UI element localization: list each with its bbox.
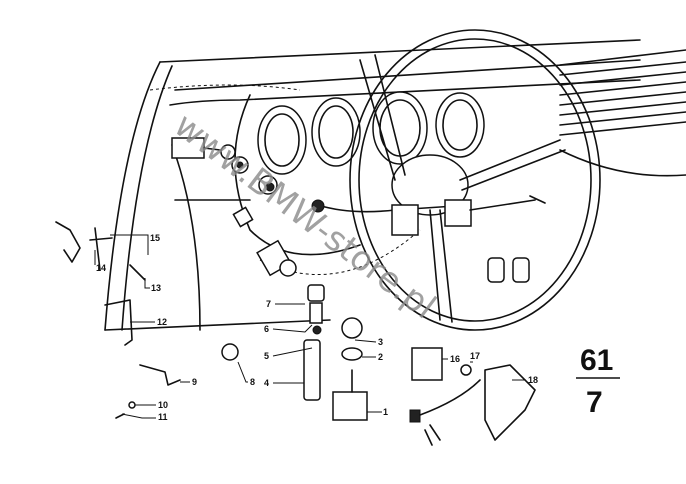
parts-drawings bbox=[55, 137, 536, 446]
callout-4: 4 bbox=[264, 378, 269, 388]
group-main-number: 61 bbox=[580, 344, 613, 377]
callout-8: 8 bbox=[250, 377, 255, 387]
callout-2: 2 bbox=[378, 352, 383, 362]
callout-10: 10 bbox=[158, 400, 168, 410]
steering-wheel-drawing bbox=[311, 29, 601, 331]
group-number: 61 7 bbox=[576, 344, 620, 419]
callout-11: 11 bbox=[158, 412, 168, 422]
callout-15: 15 bbox=[150, 233, 160, 243]
callout-13: 13 bbox=[151, 283, 161, 293]
callout-labels: 1 2 3 4 5 6 7 8 9 10 11 12 13 14 15 16 1… bbox=[96, 233, 538, 422]
dashboard-drawing bbox=[104, 39, 686, 331]
callout-9: 9 bbox=[192, 377, 197, 387]
callout-1: 1 bbox=[383, 407, 388, 417]
callout-3: 3 bbox=[378, 337, 383, 347]
callout-7: 7 bbox=[266, 299, 271, 309]
group-sub-number: 7 bbox=[586, 386, 603, 419]
callout-12: 12 bbox=[157, 317, 167, 327]
callout-17: 17 bbox=[470, 351, 480, 361]
callout-6: 6 bbox=[264, 324, 269, 334]
callout-16: 16 bbox=[450, 354, 460, 364]
callout-14: 14 bbox=[96, 263, 106, 273]
callout-18: 18 bbox=[528, 375, 538, 385]
callout-leaders bbox=[94, 234, 526, 419]
callout-5: 5 bbox=[264, 351, 269, 361]
